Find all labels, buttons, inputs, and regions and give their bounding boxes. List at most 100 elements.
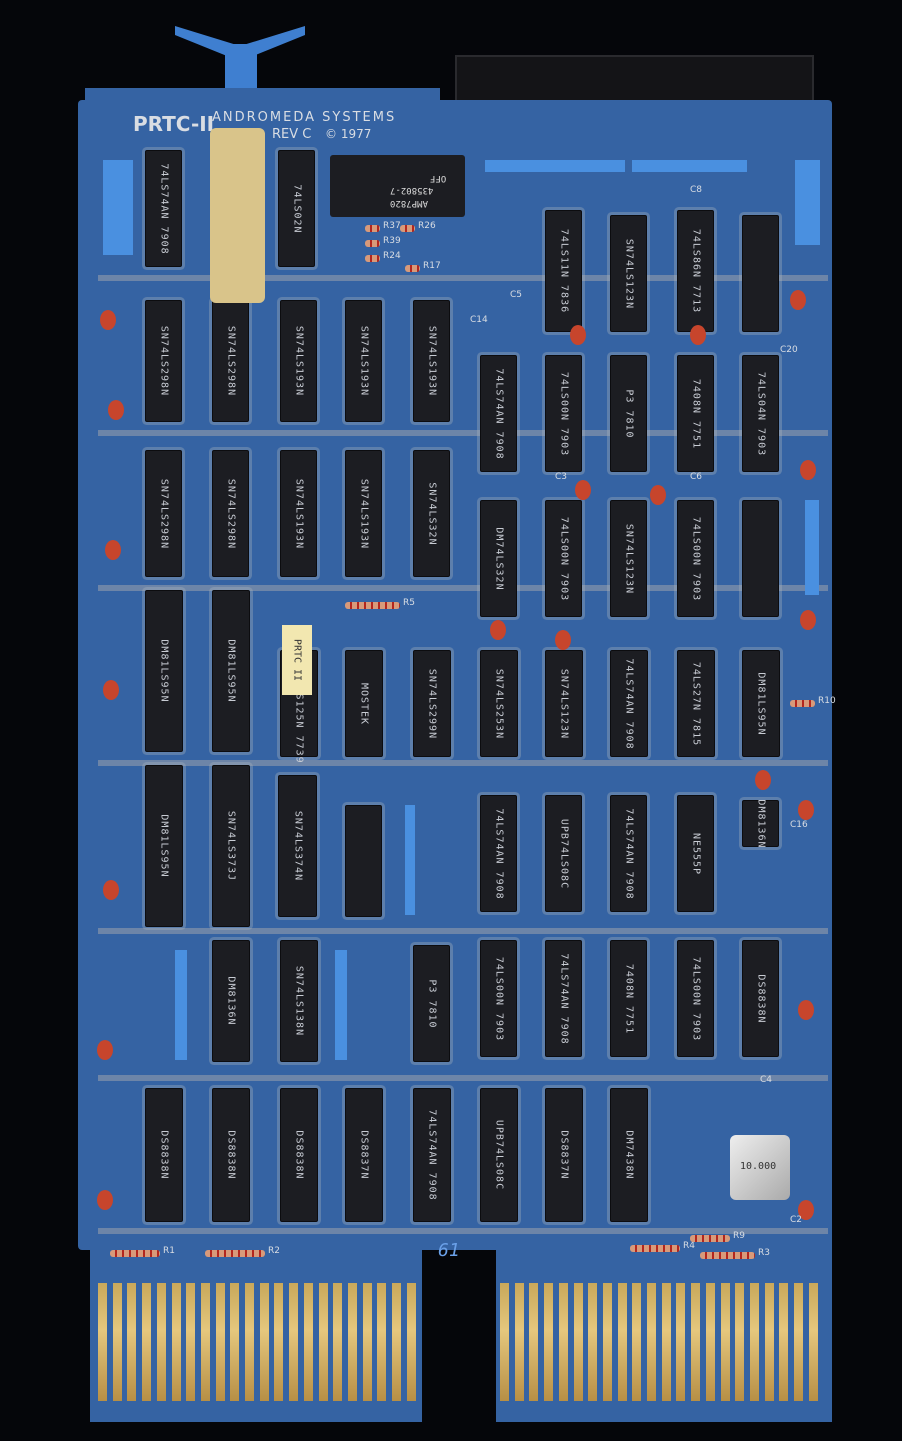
ic-chip: 74LS74AN 7908 bbox=[545, 940, 582, 1057]
board-maker: ANDROMEDA SYSTEMS bbox=[212, 110, 397, 125]
ic-chip-label: 7408N 7751 bbox=[690, 378, 701, 449]
ic-chip: SN74LS193N bbox=[345, 450, 382, 577]
ic-chip-label: SN74LS193N bbox=[358, 325, 369, 397]
ic-chip bbox=[345, 805, 382, 917]
gold-finger bbox=[676, 1283, 686, 1401]
ic-chip: SN74LS123N bbox=[610, 500, 647, 617]
resistor bbox=[630, 1245, 680, 1252]
gold-finger bbox=[347, 1283, 357, 1401]
ic-chip-label: UPB74LS08C bbox=[558, 818, 569, 889]
ic-chip: 74LS00N 7903 bbox=[677, 940, 714, 1057]
ic-chip-label: DS8838N bbox=[755, 973, 766, 1024]
gold-finger bbox=[215, 1283, 225, 1401]
gold-finger bbox=[289, 1283, 299, 1401]
ic-chip: 74LS86N 7713 bbox=[677, 210, 714, 332]
ic-chip: DS8837N bbox=[545, 1088, 583, 1222]
ic-chip-label: SN74LS123N bbox=[623, 523, 634, 594]
board-copyright: © 1977 bbox=[325, 127, 372, 141]
gold-finger bbox=[720, 1283, 730, 1401]
ic-chip-label: DS8837N bbox=[558, 1130, 570, 1180]
resistor-label: R1 bbox=[163, 1246, 175, 1256]
ic-chip: DM74LS32N bbox=[480, 500, 517, 617]
resistor-label: R24 bbox=[383, 251, 401, 261]
capacitor bbox=[103, 880, 119, 900]
capacitor bbox=[97, 1190, 113, 1210]
capacitor bbox=[575, 480, 591, 500]
gold-finger bbox=[529, 1283, 539, 1401]
resistor-label: R26 bbox=[418, 221, 436, 231]
ic-chip-label: SN74LS299N bbox=[426, 668, 438, 739]
gold-finger bbox=[392, 1283, 401, 1401]
ic-chip: SN74LS138N bbox=[280, 940, 318, 1062]
resistor bbox=[345, 602, 400, 609]
board-model: PRTC-II bbox=[133, 112, 215, 136]
resistor bbox=[405, 265, 420, 272]
dip-switch[interactable]: OFF 435802-7 AMP7820 bbox=[330, 155, 465, 217]
trimpot[interactable] bbox=[103, 160, 133, 255]
ic-chip-label: SN74LS373J bbox=[225, 810, 237, 882]
trimpot[interactable] bbox=[795, 160, 820, 245]
ic-chip-label: 74LS27N 7815 bbox=[690, 661, 702, 746]
ic-chip: SN74LS193N bbox=[345, 300, 382, 422]
ic-chip-label: SN74LS193N bbox=[293, 325, 304, 397]
ic-chip-label: SN74LS253N bbox=[493, 668, 505, 739]
resistor-label: R5 bbox=[403, 598, 415, 608]
ic-chip-label: 7408N 7751 bbox=[623, 963, 634, 1034]
ic-chip: UPB74LS08C bbox=[480, 1088, 518, 1222]
ic-chip-label: 74LS00N 7903 bbox=[558, 371, 569, 456]
ic-chip-label: 74LS00N 7903 bbox=[690, 956, 701, 1041]
gold-finger bbox=[127, 1283, 137, 1401]
resistor bbox=[400, 225, 415, 232]
gold-finger bbox=[617, 1283, 627, 1401]
ic-chip: DS8838N bbox=[212, 1088, 250, 1222]
ic-chip-label: 74LS02N bbox=[291, 183, 302, 234]
silkscreen-line bbox=[98, 1075, 828, 1081]
board-revision: REV C bbox=[272, 127, 312, 142]
silkscreen-line bbox=[98, 928, 828, 934]
ic-chip-label: SN74LS298N bbox=[225, 478, 236, 549]
ic-chip-label: DM81LS95N bbox=[755, 671, 767, 736]
gold-finger bbox=[808, 1283, 818, 1401]
resistor-network bbox=[335, 950, 347, 1060]
ic-chip: 74LS74AN 7908 bbox=[480, 795, 517, 912]
ic-chip-label: 74LS74AN 7908 bbox=[158, 162, 169, 255]
ic-chip: 74LS74AN 7908 bbox=[480, 355, 517, 472]
ic-chip-label: DM7438N bbox=[623, 1130, 635, 1180]
gold-finger bbox=[749, 1283, 759, 1401]
ic-chip-label: SN74LS193N bbox=[358, 478, 369, 549]
chip-sticker: PRTC II bbox=[282, 625, 312, 695]
ic-chip: 74LS74AN 7908 bbox=[610, 795, 647, 912]
capacitor bbox=[798, 1000, 814, 1020]
ic-chip-label: 74LS74AN 7908 bbox=[426, 1109, 438, 1201]
resistor bbox=[700, 1252, 755, 1259]
resistor-network bbox=[485, 160, 625, 172]
silkscreen-line bbox=[98, 275, 828, 281]
ic-chip: SN74LS373J bbox=[212, 765, 250, 927]
handwritten-number: 61 bbox=[438, 1240, 460, 1261]
ic-chip: DM81LS95N bbox=[742, 650, 780, 757]
resistor-label: R37 bbox=[383, 221, 401, 231]
ic-chip: 7408N 7751 bbox=[610, 940, 647, 1057]
capacitor-label: C3 bbox=[555, 472, 568, 482]
gold-finger bbox=[514, 1283, 524, 1401]
silkscreen-line bbox=[98, 430, 828, 436]
ic-chip: SN74LS193N bbox=[280, 300, 317, 422]
gold-finger bbox=[558, 1283, 568, 1401]
ic-chip: 7408N 7751 bbox=[677, 355, 714, 472]
ic-chip: 74LS74AN 7908 bbox=[145, 150, 182, 267]
ic-chip: 74LS74AN 7908 bbox=[610, 650, 648, 757]
resistor-label: R4 bbox=[683, 1241, 695, 1251]
ic-chip: DS8838N bbox=[145, 1088, 183, 1222]
resistor-label: R17 bbox=[423, 261, 441, 271]
capacitor bbox=[570, 325, 586, 345]
ic-chip-label: MOSTEK bbox=[358, 682, 370, 725]
capacitor bbox=[97, 1040, 113, 1060]
ic-chip-label: NE555P bbox=[690, 832, 701, 875]
ic-chip: SN74LS298N bbox=[212, 300, 249, 422]
ic-chip-label: 74LS74AN 7908 bbox=[493, 367, 504, 460]
ic-chip: SN74LS123N bbox=[610, 215, 647, 332]
ic-chip: 74LS74AN 7908 bbox=[413, 1088, 451, 1222]
ic-chip-label: DM8136N bbox=[755, 798, 766, 849]
gold-finger bbox=[98, 1283, 107, 1401]
ic-chip: SN74LS193N bbox=[280, 450, 317, 577]
